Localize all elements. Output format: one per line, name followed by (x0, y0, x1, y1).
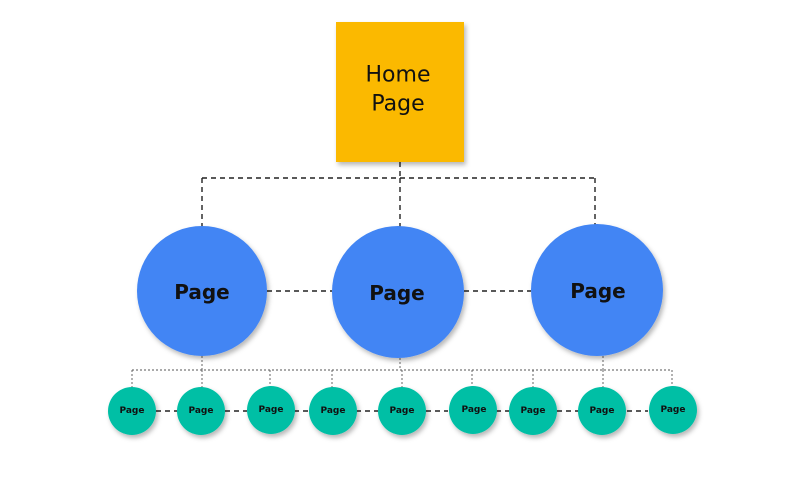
level3-node-circle (449, 386, 497, 434)
level2-node-circle (332, 226, 464, 358)
level3-connectors (131, 356, 673, 412)
home-connectors (201, 162, 596, 228)
level2-node: Page (332, 226, 464, 358)
level3-node: Page (509, 387, 557, 435)
level3-node: Page (309, 387, 357, 435)
level3-node-label: Page (321, 406, 346, 416)
level2-node: Page (137, 226, 267, 356)
home-page-label-line2: Page (371, 92, 424, 117)
level3-node: Page (449, 386, 497, 434)
level3-node-circle (578, 387, 626, 435)
level3-node-label: Page (462, 405, 487, 415)
level2-node: Page (531, 224, 663, 356)
home-page-node: Home Page (336, 22, 464, 162)
level3-node-label: Page (590, 406, 615, 416)
level3-node: Page (247, 386, 295, 434)
level3-node: Page (578, 387, 626, 435)
level3-nodes: Page Page Page Page Page Page Page Page (108, 386, 697, 435)
level2-nodes: Page Page Page (137, 224, 663, 358)
home-page-box (336, 22, 464, 162)
level2-node-label: Page (369, 281, 425, 305)
level3-node-circle (247, 386, 295, 434)
level3-node-circle (108, 387, 156, 435)
level3-node-circle (649, 386, 697, 434)
level3-node: Page (177, 387, 225, 435)
home-page-label-line1: Home (366, 63, 431, 88)
level2-node-label: Page (174, 280, 230, 304)
level3-node-label: Page (259, 405, 284, 415)
level2-node-label: Page (570, 279, 626, 303)
level3-node-circle (509, 387, 557, 435)
level3-node-circle (309, 387, 357, 435)
level3-node-label: Page (390, 406, 415, 416)
level2-node-circle (137, 226, 267, 356)
level3-node-label: Page (189, 406, 214, 416)
level3-node: Page (649, 386, 697, 434)
level3-node-label: Page (661, 405, 686, 415)
level3-node-circle (378, 387, 426, 435)
level3-node-circle (177, 387, 225, 435)
level3-node: Page (108, 387, 156, 435)
level3-node-label: Page (521, 406, 546, 416)
level2-node-circle (531, 224, 663, 356)
level3-node: Page (378, 387, 426, 435)
level3-node-label: Page (120, 406, 145, 416)
